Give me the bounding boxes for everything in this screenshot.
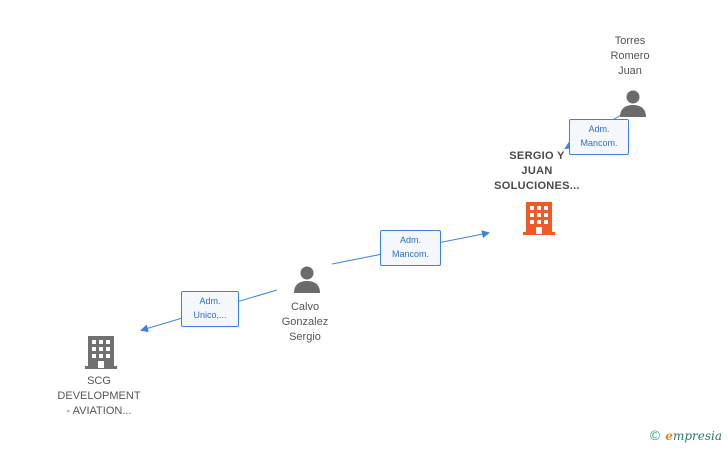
node-label-calvo[interactable]: Calvo Gonzalez Sergio bbox=[281, 301, 329, 343]
building-icon[interactable] bbox=[84, 334, 118, 370]
role-text: Adm. Unico,... bbox=[193, 296, 227, 320]
brand-logo-e: e bbox=[665, 429, 673, 443]
node-label-scg[interactable]: SCG DEVELOPMENT - AVIATION... bbox=[57, 375, 141, 417]
copyright-icon: © bbox=[648, 429, 662, 444]
node-label-torres[interactable]: Torres Romero Juan bbox=[610, 35, 650, 77]
node-label-sergio-juan[interactable]: SERGIO Y JUAN SOLUCIONES... bbox=[494, 150, 580, 192]
building-icon[interactable] bbox=[522, 200, 556, 236]
brand-name: mpresia bbox=[672, 429, 722, 443]
person-icon[interactable] bbox=[292, 264, 322, 294]
role-badge-torres[interactable]: Adm. Mancom. bbox=[569, 119, 629, 155]
role-badge-calvo-scg[interactable]: Adm. Unico,... bbox=[181, 291, 239, 327]
role-badge-calvo-sergio[interactable]: Adm. Mancom. bbox=[380, 230, 441, 266]
empresia-brand: © empresia bbox=[648, 429, 722, 444]
role-text: Adm. Mancom. bbox=[391, 235, 429, 259]
person-icon[interactable] bbox=[618, 88, 648, 118]
role-text: Adm. Mancom. bbox=[580, 124, 618, 148]
